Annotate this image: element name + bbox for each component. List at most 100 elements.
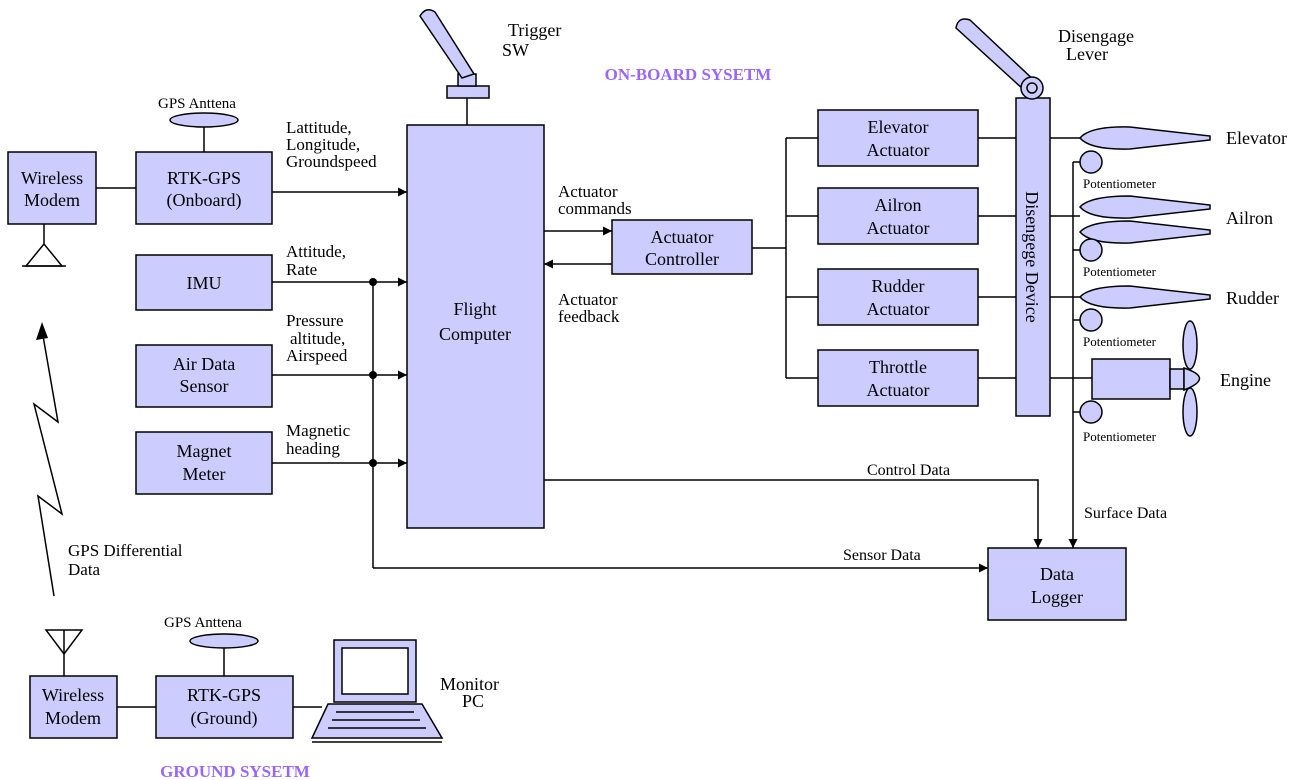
rtk-gps-ground [155,675,294,739]
potentiometer-icon-engine [1079,400,1103,424]
junction-mag [369,459,377,467]
trigger-label-2: SW [502,40,529,60]
gps-antenna-icon-ground [189,633,259,649]
potentiometer-label-engine: Potentiometer [1083,429,1157,444]
potentiometer-label-rudder: Potentiometer [1083,334,1157,349]
actuator-controller-label-2: Controller [645,249,719,269]
elevator-surface-label: Elevator [1226,128,1287,148]
rtk-gps-ground-label-1: RTK-GPS [187,685,261,705]
signal-imu-1: Attitude, [286,242,346,261]
disengage-device-block [1015,97,1051,417]
air-data-sensor-block [135,344,273,408]
rudder-actuator-label-1: Rudder [872,276,925,296]
ground-system-title: GROUND SYSETM [160,762,310,780]
gps-antenna-ground-label: GPS Anttena [164,615,242,631]
disengage-lever-pivot-inner [1026,82,1038,94]
rtk-gps-onboard-label-1: RTK-GPS [167,168,241,188]
disengage-label-1: Disengage [1058,26,1134,46]
act-fb-label-1: Actuator [558,290,618,309]
air-data-label-2: Sensor [180,376,229,396]
monitor-pc-label-1: Monitor [440,674,499,694]
wireless-modem-ground-label-1: Wireless [42,685,104,705]
propeller-hub-icon [1183,366,1201,392]
wireless-modem-ground-label-2: Modem [45,708,101,728]
propeller-blade-upper-icon [1182,320,1198,370]
rudder-surface-icon [1079,285,1211,309]
junction-air [369,371,377,379]
trigger-label-1: Trigger [508,20,561,40]
surface-data-label: Surface Data [1084,505,1167,522]
signal-air-2: altitude, [290,329,345,348]
rtk-gps-onboard-label-2: (Onboard) [167,190,242,211]
junction-imu [369,278,377,286]
gps-antenna-icon-onboard [169,112,239,128]
flight-computer-label-2: Computer [439,324,511,344]
gps-differential-link-icon [32,329,64,597]
act-cmd-label-2: commands [558,199,632,218]
gps-differential-label-2: Data [68,560,101,579]
propeller-blade-lower-icon [1182,387,1198,437]
potentiometer-icon-ailron [1079,238,1103,262]
rtk-gps-onboard [135,151,273,225]
potentiometer-label-elevator: Potentiometer [1083,176,1157,191]
air-data-label-1: Air Data [173,354,235,374]
magnet-meter-block [135,431,273,495]
flight-computer-block [406,124,545,529]
engine-body-icon [1091,358,1171,400]
ailron-actuator-label-1: Ailron [875,195,922,215]
potentiometer-label-ailron: Potentiometer [1083,264,1157,279]
throttle-actuator-label-1: Throttle [869,357,927,377]
signal-imu-2: Rate [286,260,317,279]
ailron-surface-icon-upper [1079,195,1211,219]
actuator-controller-block [611,219,753,275]
rudder-surface-label: Rudder [1226,288,1279,308]
gps-differential-arrowhead [36,322,48,340]
potentiometer-icon-rudder [1079,308,1103,332]
trigger-switch-icon [419,9,476,79]
ailron-surface-label: Ailron [1226,208,1273,228]
gps-antenna-onboard-label: GPS Anttena [158,96,236,112]
ailron-actuator-label-2: Actuator [867,218,930,238]
ailron-actuator-block [817,187,979,245]
wireless-modem-onboard [7,151,97,225]
act-fb-label-2: feedback [558,307,620,326]
magnet-label-2: Meter [183,464,226,484]
magnet-label-1: Magnet [177,441,232,461]
signal-air-1: Pressure [286,311,344,330]
throttle-actuator-label-2: Actuator [867,380,930,400]
ailron-surface-icon-lower [1079,220,1211,244]
flight-computer-label-1: Flight [453,299,496,319]
signal-rtk-1: Lattitude, [286,118,352,137]
trigger-switch-base [446,85,490,99]
data-logger-label-1: Data [1040,564,1074,584]
engine-label: Engine [1220,370,1271,390]
disengage-lever-icon [955,18,1040,91]
monitor-pc-label-2: PC [462,691,484,711]
potentiometer-icon-elevator [1079,150,1103,174]
monitor-pc-icon [310,639,444,743]
rudder-actuator-label-2: Actuator [867,299,930,319]
wireless-modem-onboard-label-1: Wireless [21,168,83,188]
engine-shaft [1169,368,1185,390]
disengage-label-2: Lever [1066,44,1108,64]
elevator-actuator-block [817,109,979,167]
imu-label: IMU [187,273,222,293]
line-control-data [544,479,1043,548]
signal-mag-1: Magnetic [286,421,351,440]
data-logger-block [987,547,1127,621]
signal-rtk-3: Groundspeed [286,152,377,171]
control-data-label: Control Data [867,462,950,479]
disengage-device-label: Disengege Device [1022,191,1042,322]
signal-rtk-2: Longitude, [286,135,360,154]
data-logger-label-2: Logger [1031,587,1083,607]
onboard-system-title: ON-BOARD SYSETM [605,65,772,84]
rtk-gps-ground-label-2: (Ground) [191,708,258,729]
elevator-actuator-label-2: Actuator [867,140,930,160]
gps-differential-label-1: GPS Differential [68,541,183,560]
antenna-icon-onboard [24,242,64,267]
disengage-lever-pivot [1020,76,1044,100]
act-cmd-label-1: Actuator [558,182,618,201]
signal-mag-2: heading [286,439,340,458]
elevator-surface-icon [1079,126,1211,150]
